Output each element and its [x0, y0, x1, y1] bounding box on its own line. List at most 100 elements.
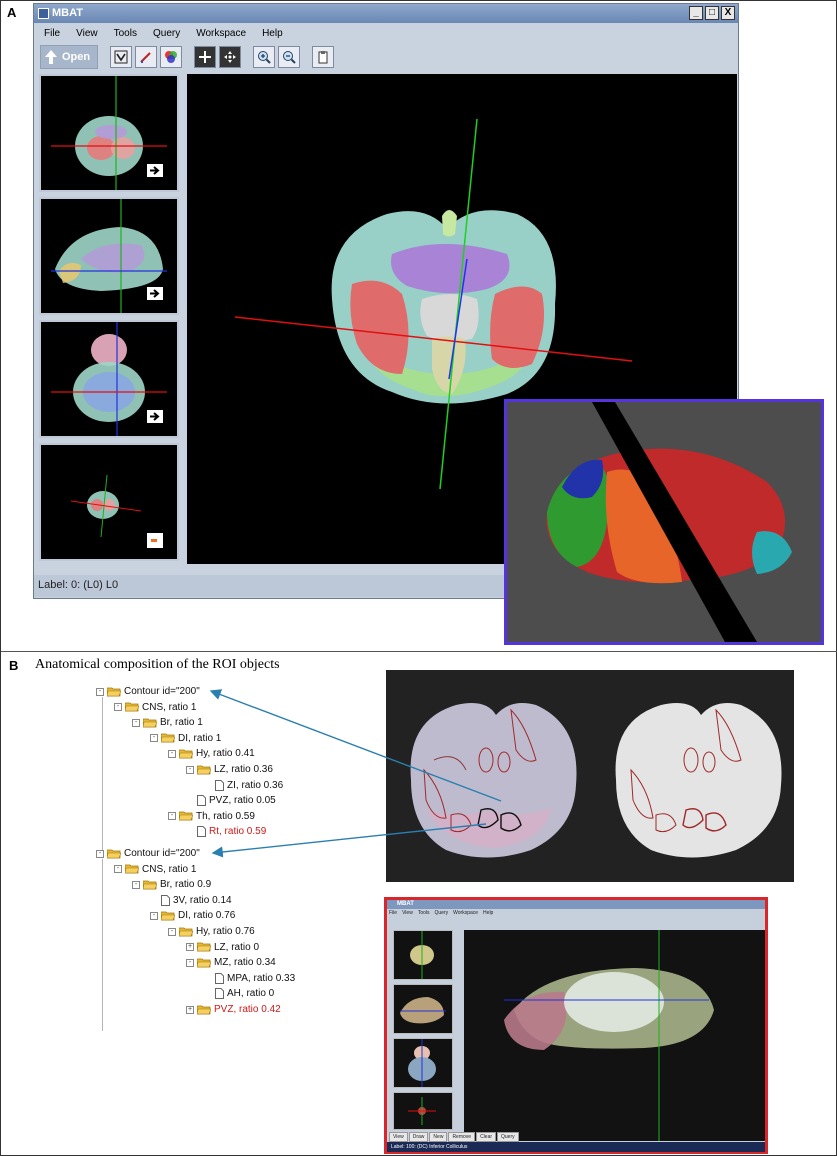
tree-node[interactable]: -DI, ratio 1	[150, 732, 221, 745]
tree-node[interactable]: -MZ, ratio 0.34	[186, 956, 276, 969]
tree-guide-line	[102, 697, 103, 853]
maximize-button[interactable]: □	[705, 6, 719, 20]
thumbnail-coronal[interactable]	[39, 74, 179, 192]
tree-node[interactable]: 3V, ratio 0.14	[150, 894, 232, 907]
mini-thumbnail-2[interactable]	[393, 984, 453, 1034]
thumbnail-sagittal[interactable]	[39, 197, 179, 315]
tree-node-label: Hy, ratio 0.76	[196, 926, 255, 937]
tree-node[interactable]: -Br, ratio 1	[132, 716, 203, 729]
crosshair-icon[interactable]	[194, 46, 216, 68]
file-icon	[161, 894, 170, 906]
mini-title-bar: MBAT	[387, 900, 765, 909]
tree-node[interactable]: + LZ, ratio 0	[186, 941, 259, 954]
tree-toggle-icon[interactable]: -	[168, 927, 176, 936]
menu-file[interactable]: File	[44, 27, 61, 39]
tree-toggle-icon[interactable]: -	[96, 849, 104, 858]
mini-tab-view[interactable]: View	[389, 1132, 408, 1142]
folder-icon	[125, 864, 139, 874]
tree-toggle-icon[interactable]: -	[96, 687, 104, 696]
file-icon	[197, 826, 206, 838]
tree-node-label: LZ, ratio 0.36	[214, 764, 273, 775]
tree-toggle-icon[interactable]: -	[186, 765, 194, 774]
menu-view[interactable]: View	[76, 27, 98, 39]
tree-node-label: LZ, ratio 0	[214, 941, 260, 953]
mini-tab-bar: View Draw New Remove Clear Query	[389, 1132, 519, 1142]
mini-menu-view[interactable]: View	[402, 910, 413, 916]
mini-tab-remove[interactable]: Remove	[448, 1132, 476, 1142]
mini-main-view[interactable]	[464, 930, 765, 1141]
tree-node[interactable]: -Br, ratio 0.9	[132, 878, 211, 891]
menu-query[interactable]: Query	[152, 27, 181, 39]
tree-node-label: ZI, ratio 0.36	[227, 779, 284, 791]
close-button[interactable]: X	[721, 6, 735, 20]
tree-node[interactable]: ZI, ratio 0.36	[204, 779, 283, 792]
tree-toggle-icon[interactable]: -	[168, 812, 176, 821]
zoom-in-icon[interactable]	[253, 46, 275, 68]
menu-tools[interactable]: Tools	[113, 27, 137, 39]
tree-node-label: CNS, ratio 1	[142, 701, 197, 713]
tree-node[interactable]: -DI, ratio 0.76	[150, 909, 235, 922]
mini-menu-query[interactable]: Query	[434, 910, 449, 916]
tree-node[interactable]: - LZ, ratio 0.36	[186, 763, 273, 776]
folder-icon	[197, 765, 211, 775]
tree-node[interactable]: -Hy, ratio 0.41	[168, 747, 255, 760]
thumbnail-panel	[39, 74, 181, 564]
file-icon	[215, 972, 224, 984]
mini-thumbnail-4[interactable]	[393, 1092, 453, 1130]
tree-node[interactable]: -Contour id="200"	[96, 685, 200, 698]
color-palette-icon[interactable]	[160, 46, 182, 68]
minimize-button[interactable]: _	[689, 6, 703, 20]
tree-toggle-icon[interactable]: -	[114, 865, 122, 874]
tree-node[interactable]: MPA, ratio 0.33	[204, 972, 295, 985]
tree-node[interactable]: -Contour id="200"	[96, 847, 200, 860]
open-button[interactable]: Open	[40, 45, 98, 69]
mini-mbat-window: MBAT File View Tools Query Workspace Hel…	[384, 897, 768, 1154]
folder-icon	[125, 702, 139, 712]
view-mode-icon[interactable]	[110, 46, 132, 68]
tree-toggle-icon[interactable]: -	[186, 958, 194, 967]
window-title: MBAT	[52, 7, 83, 19]
tree-node[interactable]: AH, ratio 0	[204, 987, 274, 1000]
menu-workspace[interactable]: Workspace	[196, 27, 247, 39]
tree-node[interactable]: - CNS, ratio 1	[114, 701, 196, 714]
3d-render-inset[interactable]	[504, 399, 824, 645]
mini-menu-tools[interactable]: Tools	[417, 910, 430, 916]
mini-menu-help[interactable]: Help	[483, 910, 494, 916]
main-slice-view[interactable]	[187, 74, 737, 564]
zoom-out-icon[interactable]	[278, 46, 300, 68]
thumbnail-3d[interactable]	[39, 443, 179, 561]
tree-node[interactable]: - Hy, ratio 0.76	[168, 925, 255, 938]
tree-node[interactable]: PVZ, ratio 0.05	[186, 794, 276, 807]
mini-tab-clear[interactable]: Clear	[476, 1132, 497, 1142]
pan-icon[interactable]	[219, 46, 241, 68]
mini-menu-file[interactable]: File	[389, 910, 398, 916]
tree-toggle-icon[interactable]: -	[132, 880, 140, 889]
clipboard-icon[interactable]	[312, 46, 334, 68]
tree-node[interactable]: -Th, ratio 0.59	[168, 810, 255, 823]
mini-thumbnail-1[interactable]	[393, 930, 453, 980]
tree-toggle-icon[interactable]: +	[186, 1005, 194, 1014]
tree-node[interactable]: +PVZ, ratio 0.42	[186, 1003, 281, 1016]
mini-tab-new[interactable]: New	[429, 1132, 448, 1142]
tree-node[interactable]: -CNS, ratio 1	[114, 863, 196, 876]
mini-thumbnail-3[interactable]	[393, 1038, 453, 1088]
tree-toggle-icon[interactable]: -	[132, 718, 140, 727]
contour-slices	[386, 670, 794, 882]
file-icon	[215, 988, 224, 1000]
tree-toggle-icon[interactable]: -	[150, 911, 158, 920]
mini-menu-bar: File View Tools Query Workspace Help	[389, 910, 493, 916]
thumbnail-horizontal[interactable]	[39, 320, 179, 438]
menu-help[interactable]: Help	[262, 27, 283, 39]
mbat-window: MBAT _ □ X File View Tools Query Workspa…	[33, 3, 739, 599]
mini-tab-draw[interactable]: Draw	[408, 1132, 429, 1142]
pen-tool-icon[interactable]	[135, 46, 157, 68]
tree-toggle-icon[interactable]: +	[186, 943, 194, 952]
tree-node[interactable]: Rt, ratio 0.59	[186, 825, 266, 838]
tree-toggle-icon[interactable]: -	[114, 703, 122, 712]
mini-tab-query[interactable]: Query	[497, 1132, 519, 1142]
tree-toggle-icon[interactable]: -	[168, 749, 176, 758]
mini-menu-workspace[interactable]: Workspace	[453, 910, 479, 916]
tree-toggle-icon[interactable]: -	[150, 734, 158, 743]
